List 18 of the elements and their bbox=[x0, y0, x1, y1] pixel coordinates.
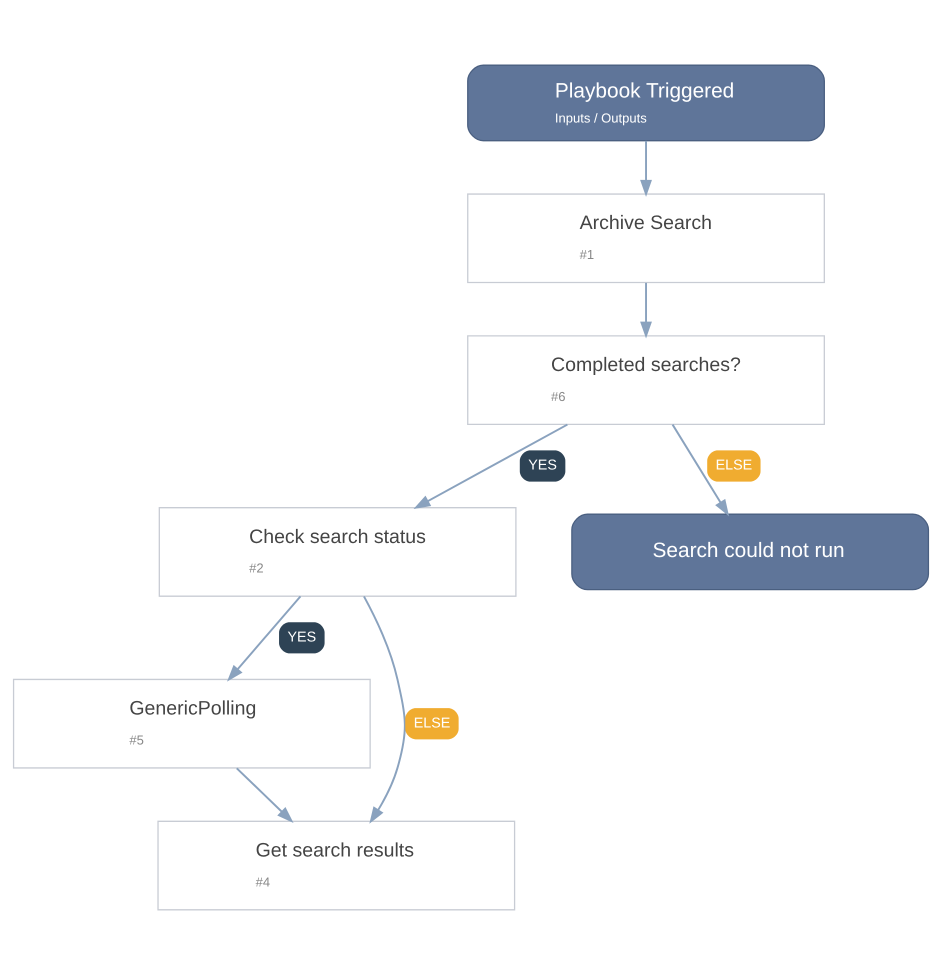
arrow bbox=[414, 423, 568, 508]
arrow bbox=[640, 282, 652, 338]
arrow bbox=[363, 596, 406, 824]
node-box: Get search results #4 bbox=[157, 820, 516, 910]
arrow bbox=[672, 424, 730, 516]
edge-label: YES bbox=[528, 457, 557, 474]
edge-label: YES bbox=[288, 628, 316, 645]
arrow bbox=[640, 140, 652, 196]
edge-label: ELSE bbox=[716, 457, 752, 474]
node-box: Playbook Triggered Inputs / Outputs bbox=[467, 64, 825, 141]
edge-label: ELSE bbox=[414, 714, 450, 731]
arrow bbox=[227, 595, 302, 682]
arrow bbox=[236, 767, 294, 823]
node-box: Archive Search #1 bbox=[467, 192, 825, 283]
node-box: GenericPolling #5 bbox=[12, 678, 371, 768]
node-box: Search could not run bbox=[571, 513, 930, 590]
node-box: Check search status #2 bbox=[158, 506, 517, 596]
node-box: Completed searches? #6 bbox=[467, 334, 825, 425]
